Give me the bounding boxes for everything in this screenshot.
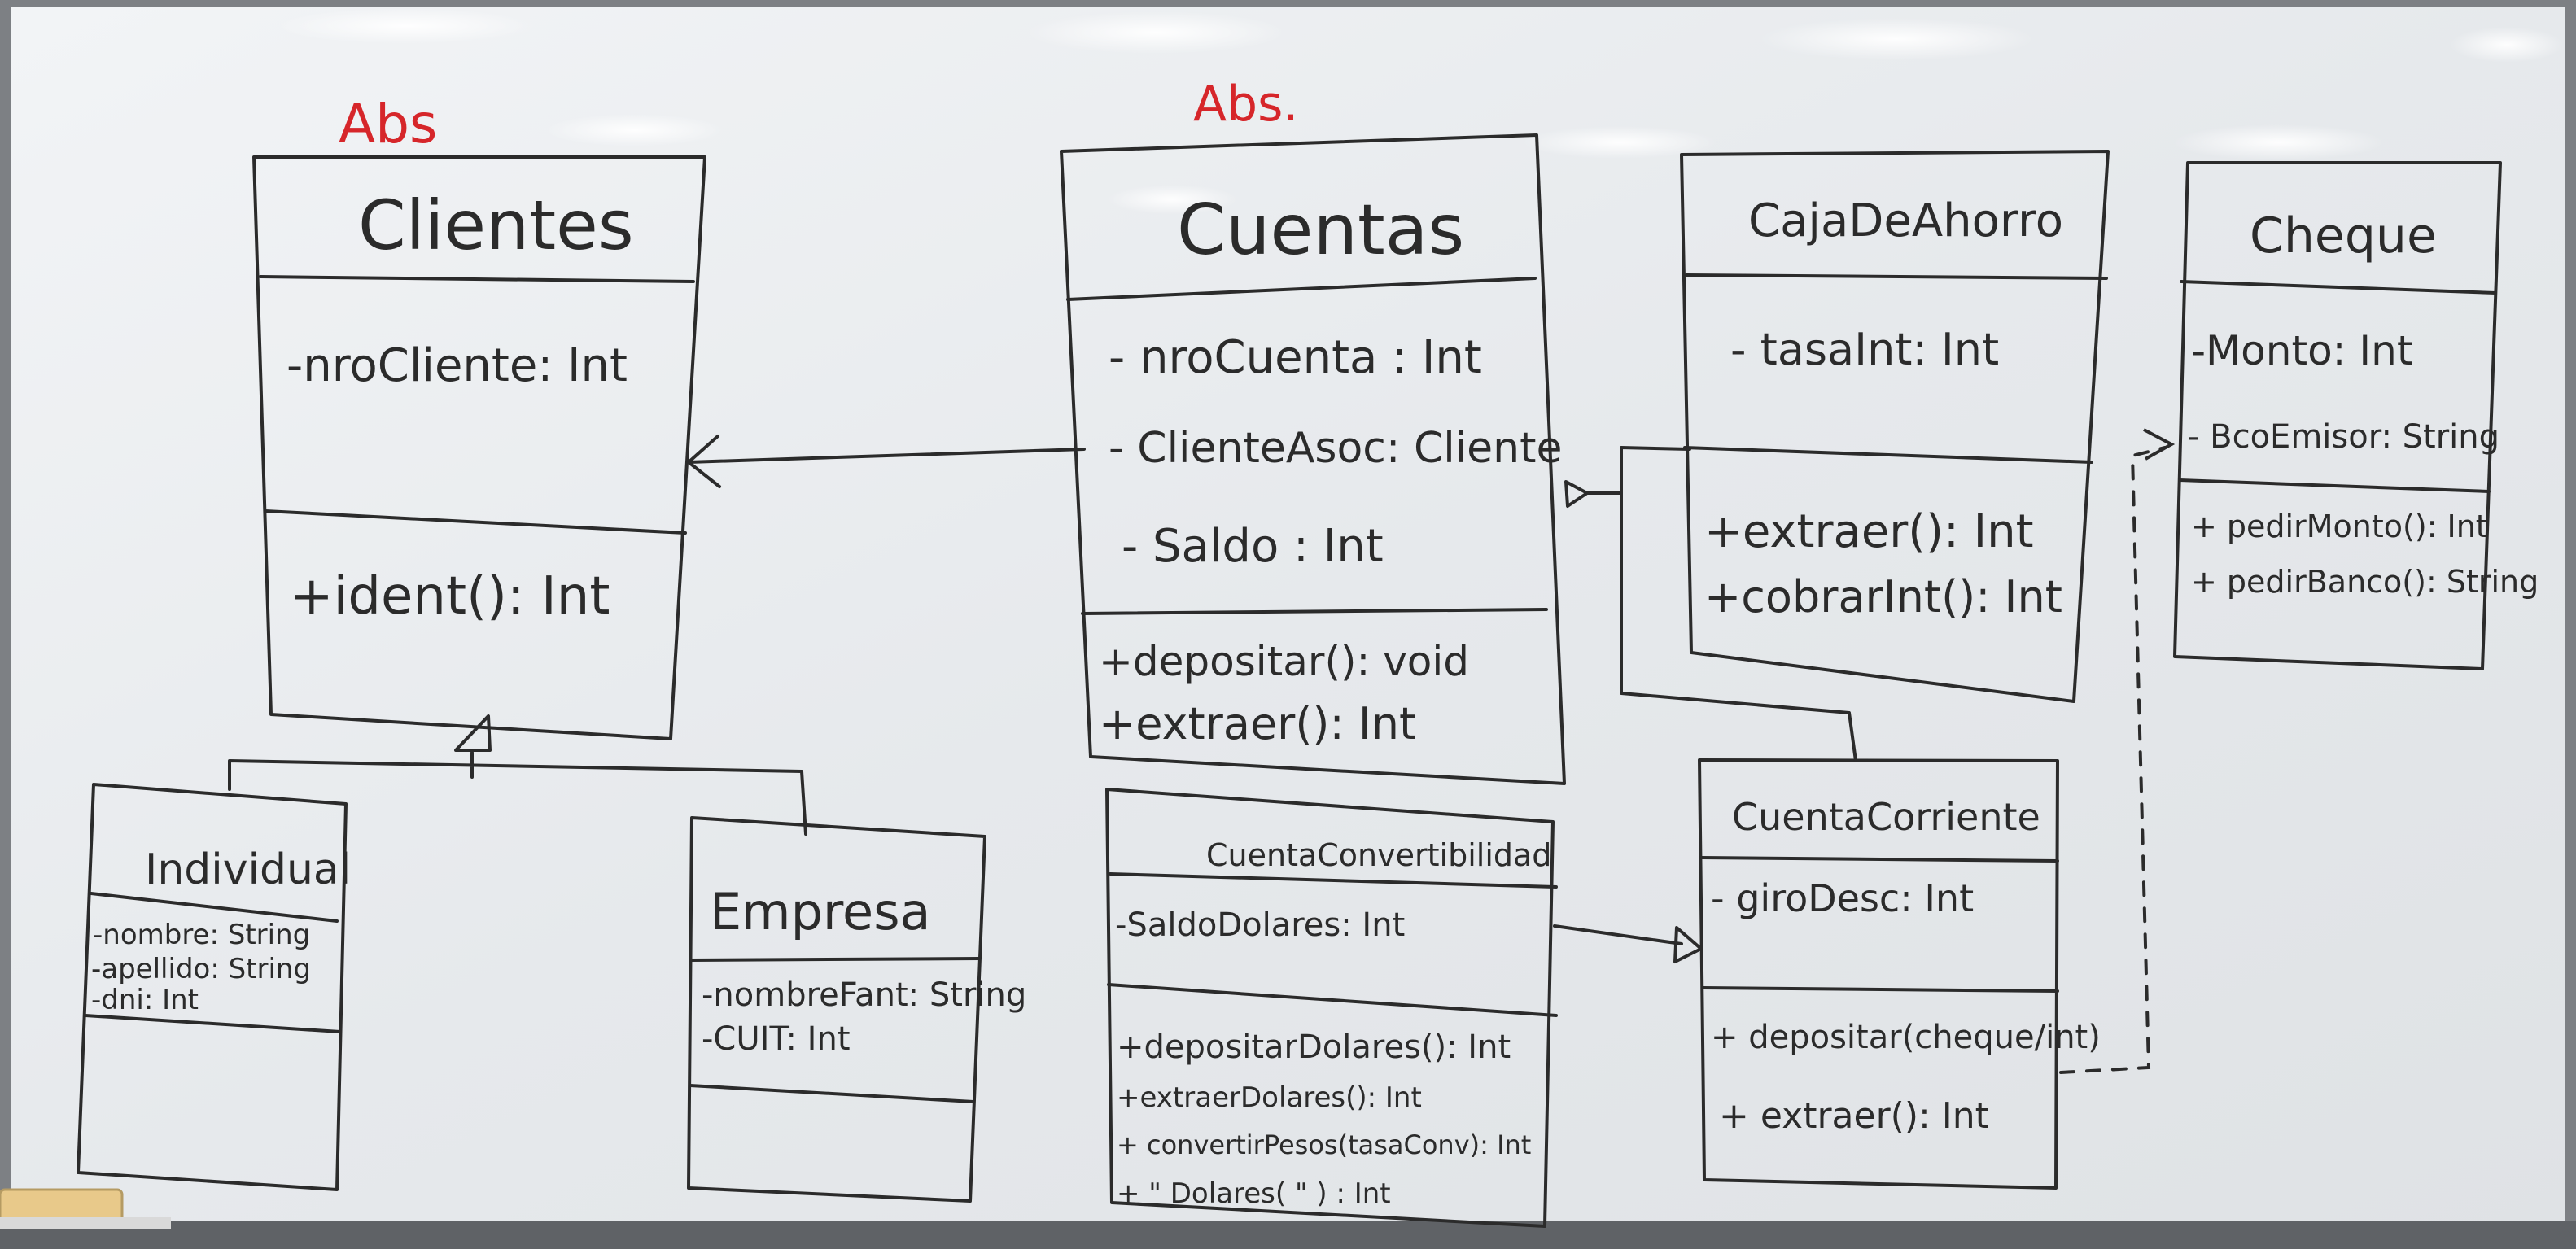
clientes-divider-1 <box>259 275 695 283</box>
marker-tray <box>0 1221 2576 1249</box>
empresa-attribute-2: -CUIT: Int <box>702 1020 851 1058</box>
cuenta-corriente-title: CuentaCorriente <box>1732 795 2040 839</box>
cuentas-method-2: +extraer(): Int <box>1099 698 1416 749</box>
generalization-cuentas-triangle <box>1564 480 1589 508</box>
cuenta-corriente-attribute: - giroDesc: Int <box>1711 876 1974 920</box>
abs-clientes-label: Abs <box>339 93 437 155</box>
clientes-attribute: -nroCliente: Int <box>286 339 628 392</box>
caja-de-ahorro-title: CajaDeAhorro <box>1748 194 2063 247</box>
individual-attribute-1: -nombre: String <box>93 919 310 951</box>
individual-divider-2 <box>84 1014 342 1033</box>
individual-divider-1 <box>90 892 339 923</box>
cuentas-attribute-1: - nroCuenta : Int <box>1109 331 1482 384</box>
individual-title: Individual <box>145 845 351 894</box>
cuentas-attribute-3: - Saldo : Int <box>1122 520 1384 573</box>
cheque-divider-2 <box>2178 478 2491 493</box>
cuenta-corriente-method-1: + depositar(cheque/int) <box>1711 1019 2101 1056</box>
cuenta-convertibilidad-method-2: +extraerDolares(): Int <box>1117 1081 1422 1114</box>
caja-de-ahorro-attribute: - tasaInt: Int <box>1730 324 1999 375</box>
empresa-divider-1 <box>689 957 982 962</box>
cuenta-corriente-box <box>1698 758 2059 1190</box>
generalization-cuentas-lines <box>1585 446 1857 762</box>
empresa-title: Empresa <box>710 882 931 941</box>
clientes-method: +ident(): Int <box>290 566 610 627</box>
cheque-method-1: + pedirMonto(): Int <box>2191 509 2488 544</box>
cuenta-convertibilidad-divider-1 <box>1109 872 1558 889</box>
cuenta-convertibilidad-attribute: -SaldoDolares: Int <box>1115 906 1405 944</box>
cuenta-convertibilidad-method-3: + convertirPesos(tasaConv): Int <box>1117 1129 1531 1160</box>
dependency-corriente-cheque <box>2059 446 2167 1074</box>
board-surface <box>11 7 2565 1231</box>
cuenta-convertibilidad-title: CuentaConvertibilidad <box>1206 837 1551 873</box>
abs-cuentas-label: Abs. <box>1193 76 1298 133</box>
caja-de-ahorro-method-2: +cobrarInt(): Int <box>1704 571 2062 622</box>
caja-de-ahorro-divider-2 <box>1683 446 2093 464</box>
caja-de-ahorro-method-1: +extraer(): Int <box>1704 505 2034 558</box>
empresa-attribute-1: -nombreFant: String <box>702 976 1026 1014</box>
cheque-box <box>2173 161 2502 670</box>
cuenta-convertibilidad-method-1: +depositarDolares(): Int <box>1117 1028 1511 1066</box>
generalization-clientes-lines <box>228 751 807 836</box>
cuenta-convertibilidad-box <box>1105 788 1555 1228</box>
individual-box <box>77 783 348 1191</box>
cheque-divider-1 <box>2180 280 2497 295</box>
light-reflections <box>277 8 2564 214</box>
caja-de-ahorro-box <box>1680 150 2110 703</box>
cheque-title: Cheque <box>2250 207 2437 264</box>
cuentas-title: Cuentas <box>1177 190 1464 271</box>
cuenta-corriente-method-2: + extraer(): Int <box>1719 1095 1989 1137</box>
cuenta-corriente-divider-2 <box>1701 986 2059 993</box>
eraser-base <box>0 1217 171 1229</box>
individual-attribute-2: -apellido: String <box>91 953 311 985</box>
cheque-method-2: + pedirBanco(): String <box>2191 564 2539 600</box>
cuenta-convertibilidad-divider-2 <box>1107 983 1558 1017</box>
individual-attribute-3: -dni: Int <box>91 984 199 1016</box>
cuentas-attribute-2: - ClienteAsoc: Cliente <box>1109 424 1562 473</box>
association-cuentas-clientes <box>687 448 1086 464</box>
empresa-box <box>687 816 986 1203</box>
cuentas-divider-2 <box>1081 608 1548 615</box>
clientes-divider-2 <box>264 509 687 535</box>
association-convertibilidad-corriente <box>1553 924 1683 945</box>
cuentas-method-1: +depositar(): void <box>1099 638 1469 685</box>
cuenta-corriente-divider-1 <box>1699 856 2059 863</box>
empresa-divider-2 <box>689 1084 975 1103</box>
association-arrowhead <box>687 435 721 488</box>
generalization-clientes-triangle <box>454 714 492 752</box>
dependency-arrowhead <box>2143 428 2176 461</box>
cuentas-box <box>1060 133 1566 785</box>
caja-de-ahorro-divider-1 <box>1685 273 2108 280</box>
cheque-attribute-1: -Monto: Int <box>2191 327 2412 374</box>
cheque-attribute-2: - BcoEmisor: String <box>2188 418 2499 456</box>
clientes-box <box>252 155 706 740</box>
cuentas-divider-1 <box>1066 277 1537 301</box>
association-convertibilidad-arrowhead <box>1673 926 1703 963</box>
cuenta-convertibilidad-method-4: + " Dolares( " ) : Int <box>1117 1177 1391 1210</box>
clientes-title: Clientes <box>358 186 634 265</box>
